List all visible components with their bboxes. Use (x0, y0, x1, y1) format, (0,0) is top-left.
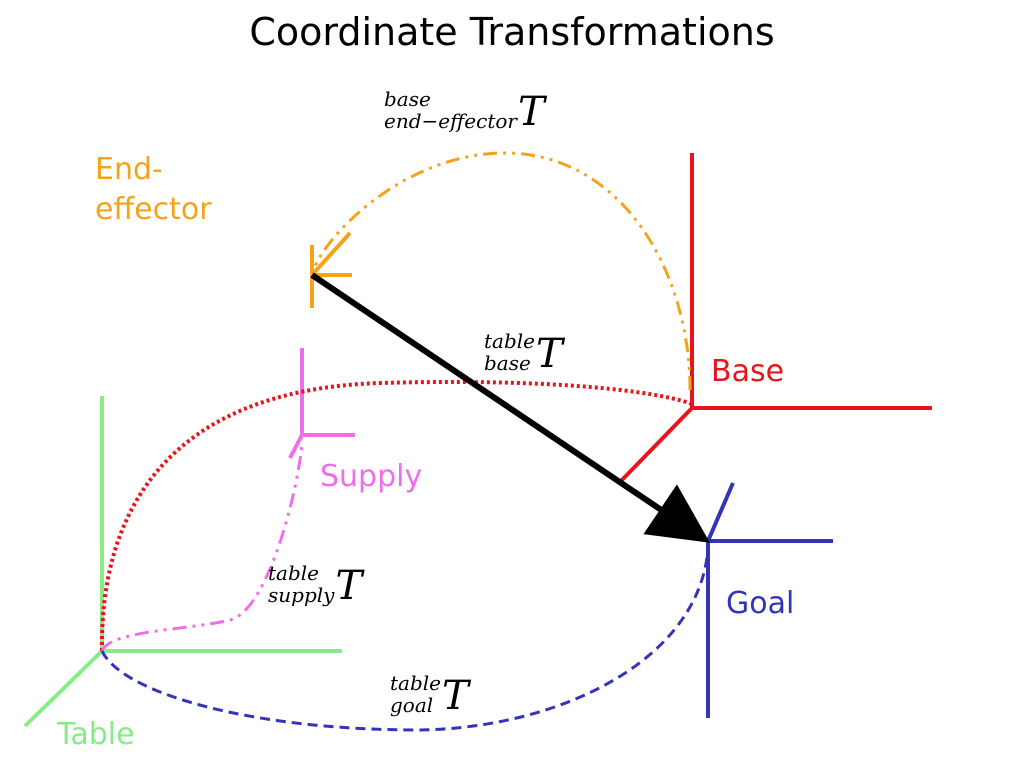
transform-table-goal-sub: goal (390, 693, 434, 717)
end-effector-label-line2: effector (95, 192, 212, 227)
transform-table-base-sub: base (484, 351, 531, 375)
transform-base-end-effector-sub: end−effector (384, 109, 517, 133)
curve-table-supply (100, 441, 304, 652)
transform-table-base-symbol: T (536, 331, 563, 377)
transform-base-end-effector-symbol: T (517, 89, 545, 135)
transform-table-goal-symbol: T (442, 673, 469, 719)
transform-base-end-effector-super: base (384, 87, 431, 111)
supply-frame-axes (288, 348, 355, 459)
end-effector-label-line1: End- (95, 152, 163, 187)
transform-table-base: table base T (484, 330, 563, 374)
curve-table-goal (100, 547, 710, 732)
transform-table-supply-symbol: T (335, 563, 363, 609)
base-frame-axes (618, 153, 932, 484)
transform-table-supply-super: table (268, 561, 319, 585)
transform-table-base-super: table (484, 329, 535, 353)
diagram-title: Coordinate Transformations (249, 10, 775, 54)
transform-base-end-effector: base end−effector T (384, 88, 545, 132)
end-effector-to-goal-arrow (310, 272, 710, 543)
transform-table-goal: table goal T (390, 672, 469, 716)
transform-table-supply-sub: supply (268, 583, 335, 607)
supply-label: Supply (320, 459, 423, 494)
end-effector-label: End- effector (95, 150, 212, 230)
goal-frame-axes (706, 482, 833, 718)
goal-label: Goal (726, 586, 795, 621)
base-label: Base (711, 354, 785, 389)
table-label: Table (57, 717, 135, 752)
transform-table-supply: table supply T (268, 562, 362, 606)
curve-table-base (99, 379, 693, 652)
transform-table-goal-super: table (390, 671, 441, 695)
